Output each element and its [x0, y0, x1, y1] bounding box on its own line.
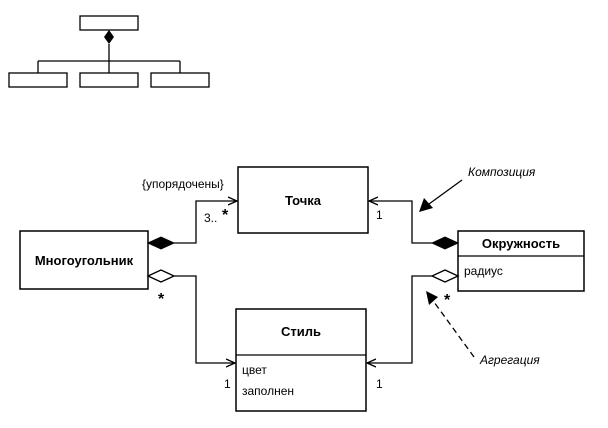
note-aggregation-text: Агрегация	[479, 353, 540, 367]
note-aggregation-pointer	[433, 301, 475, 358]
class-style-attr-color: цвет	[242, 363, 267, 377]
label-point-mult-star: *	[222, 207, 229, 224]
mini-child-box-3	[150, 72, 210, 88]
class-style-name: Стиль	[281, 324, 321, 339]
class-style: Стиль цвет заполнен	[235, 308, 367, 412]
class-circle: Окружность радиус	[457, 230, 585, 292]
assoc-circle-style	[367, 269, 460, 363]
class-circle-attr-radius: радиус	[464, 264, 503, 278]
label-point-mult-polygon: 3..	[204, 211, 217, 225]
class-point: Точка	[237, 166, 369, 234]
class-polygon-name: Многоугольник	[35, 253, 134, 268]
note-aggregation: Агрегация	[426, 291, 540, 367]
mini-parent-box	[79, 15, 139, 31]
class-circle-name: Окружность	[482, 236, 560, 251]
label-point-mult-circle: 1	[376, 208, 383, 222]
class-polygon: Многоугольник	[19, 230, 149, 290]
aggregation-diamond-circle	[430, 269, 460, 283]
label-ordered: {упорядочены}	[142, 177, 224, 191]
aggregation-diamond-polygon	[146, 269, 176, 283]
note-composition-pointer	[428, 179, 463, 205]
mini-child-box-2	[79, 72, 139, 88]
composition-diamond-circle	[430, 236, 460, 250]
mini-child-box-1	[8, 72, 68, 88]
note-composition-text: Композиция	[468, 165, 536, 179]
label-circle-style-star: *	[444, 292, 451, 309]
mini-diamond	[104, 30, 114, 44]
label-style-mult-polygon: 1	[224, 377, 231, 391]
composition-diamond-polygon	[146, 236, 176, 250]
class-point-name: Точка	[285, 193, 322, 208]
note-composition-arrowhead	[419, 198, 433, 212]
note-aggregation-arrowhead	[426, 291, 438, 305]
assoc-polygon-point	[146, 201, 237, 250]
assoc-circle-point	[369, 201, 460, 250]
class-style-attr-filled: заполнен	[242, 384, 294, 398]
label-polygon-style-star: *	[158, 291, 165, 308]
label-style-mult-circle: 1	[376, 377, 383, 391]
note-composition: Композиция	[419, 165, 536, 212]
mini-tree-diagram	[8, 15, 210, 88]
assoc-polygon-style	[146, 269, 235, 363]
